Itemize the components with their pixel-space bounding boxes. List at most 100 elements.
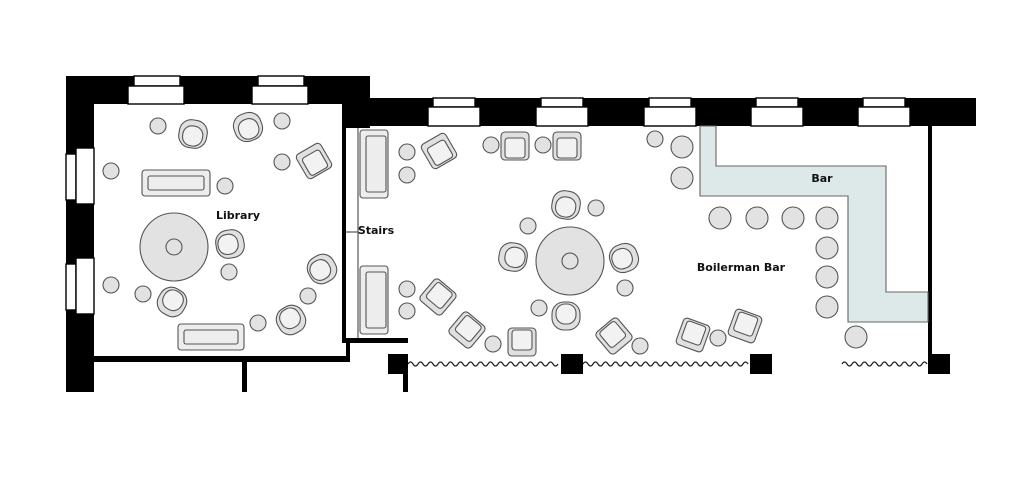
armchair (232, 111, 264, 143)
stool (587, 199, 605, 217)
stairs-bottom-wall (342, 338, 408, 343)
bar-stool (815, 236, 839, 260)
library-bottom-wall (94, 356, 350, 362)
stool (398, 143, 416, 161)
window (65, 153, 77, 201)
hall-right-wall (928, 126, 932, 356)
column-3 (750, 354, 772, 374)
library-furniture (102, 111, 338, 351)
window (133, 75, 181, 87)
armchair (595, 317, 633, 355)
bar-stool (844, 325, 868, 349)
library-left-wall (66, 76, 94, 392)
window (750, 106, 804, 127)
window (65, 263, 77, 311)
bar-stool (670, 135, 694, 159)
stool (616, 279, 634, 297)
stairs (346, 128, 389, 338)
curtain (841, 361, 928, 367)
column-1-stub (403, 354, 408, 392)
window (535, 106, 589, 127)
windows (65, 75, 911, 315)
bar-stool (708, 206, 732, 230)
stool (249, 314, 267, 332)
window (755, 97, 799, 108)
window (75, 257, 95, 315)
armchair (215, 229, 245, 259)
library-top-wall (66, 76, 370, 104)
bar-counter (699, 125, 929, 323)
window (127, 85, 185, 105)
stool (299, 287, 317, 305)
room-label-boilerman-bar: Boilerman Bar (697, 261, 786, 274)
armchair (727, 308, 763, 344)
sofa-cushion (183, 329, 239, 345)
bar-stool (815, 295, 839, 319)
column-2 (561, 354, 583, 374)
stool (102, 162, 120, 180)
armchair (500, 131, 530, 161)
window (427, 106, 481, 127)
stool (216, 177, 234, 195)
stool (631, 337, 649, 355)
round-table-center (165, 238, 183, 256)
hall-furniture (398, 130, 868, 357)
bar-stool (815, 265, 839, 289)
armchair (552, 131, 582, 161)
curtain (407, 361, 559, 367)
sofa-cushion (147, 175, 205, 191)
stairs-lower-wall (346, 338, 350, 362)
armchair (498, 242, 528, 272)
stool (534, 136, 552, 154)
stool (709, 329, 727, 347)
bar-stool (670, 166, 694, 190)
window (257, 75, 305, 87)
stool (149, 117, 167, 135)
sofa-cushion (365, 271, 387, 329)
armchair (551, 190, 581, 220)
window (251, 85, 309, 105)
stool (273, 112, 291, 130)
library-bottom-stub (242, 356, 247, 392)
armchair (306, 253, 338, 285)
curtains (407, 361, 928, 367)
bar-stool (745, 206, 769, 230)
window (857, 106, 911, 127)
stool (482, 136, 500, 154)
window (75, 147, 95, 205)
armchair (608, 242, 640, 274)
room-label-library: Library (216, 209, 260, 222)
window (643, 106, 697, 127)
armchair (420, 132, 458, 170)
stool (398, 166, 416, 184)
armchair (295, 142, 333, 180)
armchair (156, 286, 188, 318)
window (862, 97, 906, 108)
stool (646, 130, 664, 148)
stool (102, 276, 120, 294)
armchair (448, 311, 486, 349)
bar-stool (781, 206, 805, 230)
stool (398, 302, 416, 320)
armchair (675, 317, 711, 353)
column-4 (928, 354, 950, 374)
room-label-stairs: Stairs (358, 224, 395, 237)
stool (273, 153, 291, 171)
stool (519, 217, 537, 235)
window (648, 97, 692, 108)
window (540, 97, 584, 108)
stool (484, 335, 502, 353)
armchair (551, 301, 581, 331)
armchair (275, 304, 307, 336)
sofa-cushion (365, 135, 387, 193)
armchair (178, 119, 208, 149)
bar-stool (815, 206, 839, 230)
armchair (419, 278, 457, 316)
stool (134, 285, 152, 303)
stool (398, 280, 416, 298)
stool (220, 263, 238, 281)
stool (530, 299, 548, 317)
armchair (507, 327, 537, 357)
library-right-upper-wall (342, 76, 370, 128)
